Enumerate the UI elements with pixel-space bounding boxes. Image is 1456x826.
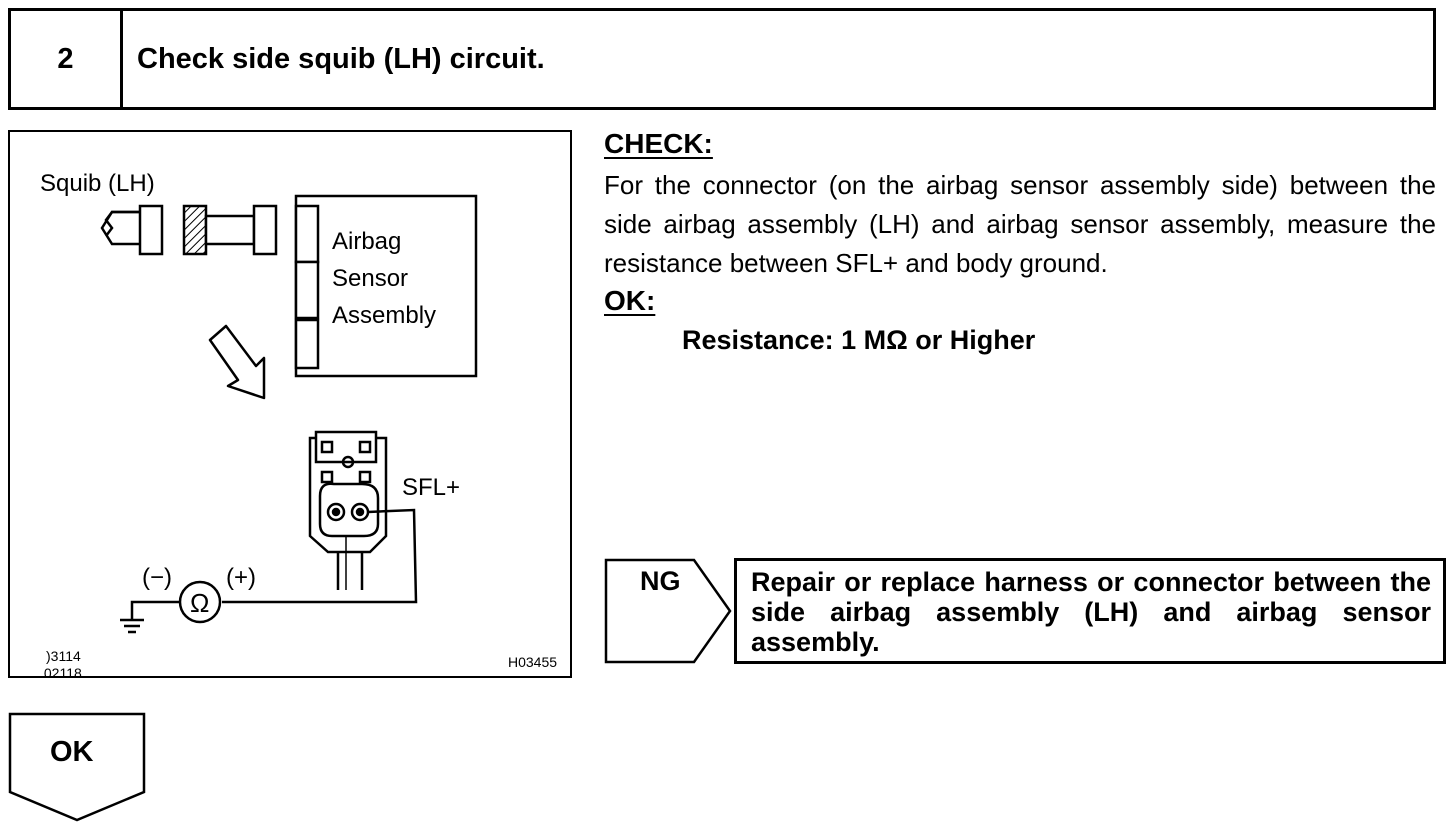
sensor-label-line3: Assembly	[332, 302, 437, 329]
ohmmeter-icon: Ω	[190, 588, 210, 618]
ok-branch-label: OK	[50, 736, 94, 768]
resistance-spec: Resistance: 1 MΩ or Higher	[682, 325, 1036, 355]
ng-action-text: Repair or replace harness or connector b…	[751, 567, 1431, 657]
figure-code-left-1: )3114	[46, 648, 81, 664]
diagram-drawing	[100, 194, 478, 634]
plus-label: (+)	[226, 564, 256, 591]
step-number: 2	[11, 11, 123, 107]
minus-label: (−)	[142, 564, 172, 591]
down-arrow-icon	[208, 324, 266, 400]
harness-connector	[182, 204, 278, 256]
ng-action-box: Repair or replace harness or connector b…	[734, 558, 1446, 664]
check-heading: CHECK:	[604, 128, 713, 159]
squib-connector	[100, 204, 164, 256]
squib-label: Squib (LH)	[40, 170, 155, 197]
airbag-sensor-assembly	[294, 194, 478, 378]
sensor-label-line1: Airbag	[332, 228, 402, 255]
figure-code-left-2: .02118	[40, 665, 82, 677]
figure-code-right: H03455	[508, 654, 558, 670]
step-header: 2 Check side squib (LH) circuit.	[8, 8, 1436, 110]
sensor-label-line2: Sensor	[332, 265, 409, 292]
ok-heading: OK:	[604, 285, 656, 316]
ok-arrow-shape	[8, 712, 146, 822]
connector-front-view	[308, 430, 388, 590]
connector-diagram: Squib (LH) Airbag Sensor Assembly SFL+ (…	[8, 130, 572, 678]
ng-label: NG	[640, 566, 681, 596]
check-instructions: For the connector (on the airbag sensor …	[604, 170, 1436, 278]
ng-arrow-shape	[604, 558, 732, 664]
test-leads	[120, 508, 418, 634]
terminal-label: SFL+	[402, 474, 461, 501]
step-title: Check side squib (LH) circuit.	[137, 42, 545, 75]
